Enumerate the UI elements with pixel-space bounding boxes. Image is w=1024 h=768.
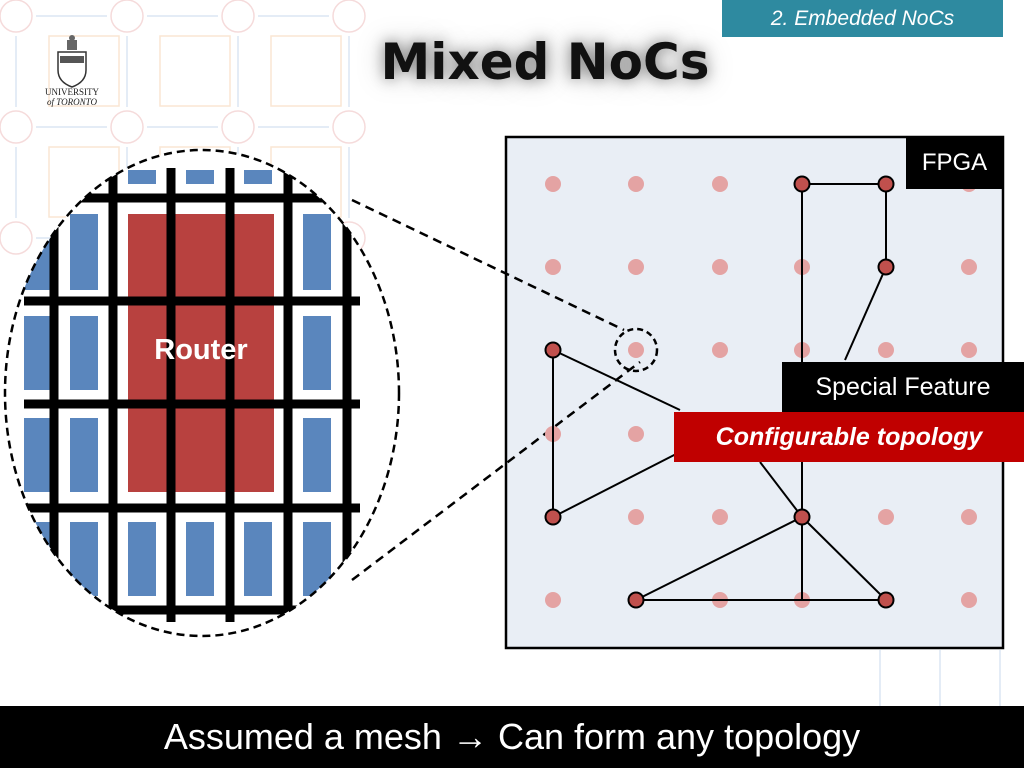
- bg-router-ring: [332, 0, 366, 33]
- logic-block: [70, 214, 98, 290]
- configurable-topology-label: Configurable topology: [674, 412, 1024, 462]
- inactive-router-dot: [712, 259, 728, 275]
- inactive-router-dot: [712, 342, 728, 358]
- inactive-router-dot: [628, 342, 644, 358]
- inactive-router-dot: [712, 509, 728, 525]
- bg-router-ring: [110, 0, 144, 33]
- active-routers: [544, 175, 895, 609]
- inactive-router-dot: [545, 176, 561, 192]
- logic-block: [303, 316, 331, 390]
- bottom-caption: Assumed a mesh → Can form any topology: [0, 706, 1024, 768]
- zoom-guide-upper: [351, 198, 625, 332]
- logic-block: [70, 418, 98, 492]
- inactive-router-dot: [961, 509, 977, 525]
- logic-block: [303, 170, 331, 184]
- bg-router-ring: [0, 110, 33, 144]
- bg-logic-tile: [270, 35, 342, 107]
- logic-block: [244, 170, 272, 184]
- bg-router-ring: [221, 110, 255, 144]
- logic-block: [186, 170, 214, 184]
- logo-line-university: UNIVERSITY: [45, 87, 99, 97]
- router-node: [544, 508, 562, 526]
- slide-title: Mixed NoCs: [380, 33, 710, 91]
- inactive-router-dot: [878, 342, 894, 358]
- logic-block: [70, 522, 98, 596]
- router-node: [793, 508, 811, 526]
- router-node: [877, 591, 895, 609]
- logic-block: [70, 316, 98, 390]
- university-logo: UNIVERSITY of TORONTO: [36, 87, 108, 107]
- router-node: [877, 175, 895, 193]
- special-feature-label: Special Feature: [782, 362, 1024, 412]
- bg-logic-tile: [48, 35, 120, 107]
- bg-router-ring: [110, 110, 144, 144]
- logic-block: [24, 316, 52, 390]
- zoom-ellipse: [3, 148, 401, 638]
- inactive-router-dot: [545, 259, 561, 275]
- logic-block: [128, 170, 156, 184]
- inactive-router-dot: [961, 592, 977, 608]
- inactive-router-dot: [628, 259, 644, 275]
- section-tag: 2. Embedded NoCs: [722, 0, 1003, 37]
- inactive-router-dot: [878, 509, 894, 525]
- logic-block: [244, 522, 272, 596]
- router-block: [128, 214, 274, 492]
- logic-block: [303, 214, 331, 290]
- bg-logic-tile: [159, 35, 231, 107]
- logic-block: [70, 170, 98, 184]
- logic-block: [24, 170, 52, 184]
- inactive-router-dot: [545, 592, 561, 608]
- university-crest-icon: [57, 35, 87, 88]
- logic-block: [303, 522, 331, 596]
- bg-router-ring: [332, 110, 366, 144]
- fpga-label: FPGA: [906, 137, 1003, 189]
- router-node: [627, 591, 645, 609]
- inactive-router-dot: [712, 176, 728, 192]
- zoom-guide-lower: [351, 361, 641, 581]
- inactive-router-dot: [961, 259, 977, 275]
- logo-line-toronto: of TORONTO: [47, 97, 97, 107]
- logic-block: [128, 522, 156, 596]
- bg-router-ring: [0, 221, 33, 255]
- router-node: [544, 341, 562, 359]
- zoom-target-circle: [613, 327, 659, 373]
- inactive-router-dot: [628, 509, 644, 525]
- logic-block: [303, 418, 331, 492]
- router-node: [793, 175, 811, 193]
- logic-block: [186, 522, 214, 596]
- router-node: [877, 258, 895, 276]
- router-label: Router: [154, 334, 248, 366]
- inactive-router-dot: [961, 342, 977, 358]
- bg-router-ring: [0, 0, 33, 33]
- logic-block: [24, 418, 52, 492]
- inactive-router-dot: [628, 176, 644, 192]
- inactive-router-dot: [628, 426, 644, 442]
- bg-router-ring: [221, 0, 255, 33]
- logic-block: [24, 522, 52, 596]
